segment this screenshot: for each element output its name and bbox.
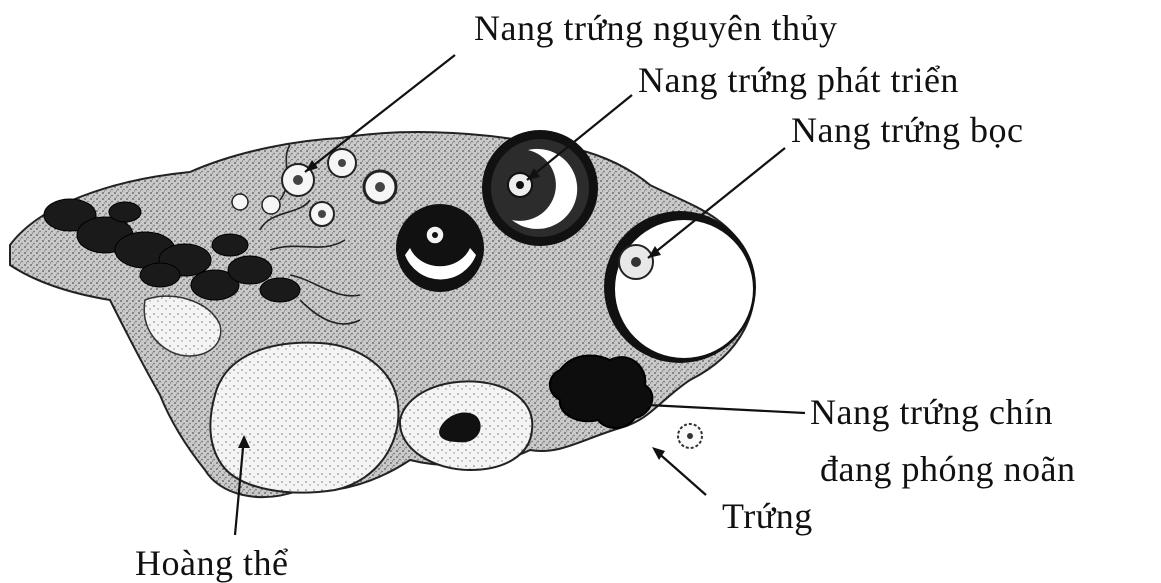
released-ovum xyxy=(678,424,702,448)
label-vesicular-follicle: Nang trứng bọc xyxy=(791,110,1023,150)
vesicular-follicle xyxy=(604,211,756,363)
developing-follicle-large xyxy=(482,130,598,246)
corpus-luteum xyxy=(210,343,398,493)
label-mature-follicle-1: Nang trứng chín xyxy=(810,392,1053,432)
label-primordial-follicle: Nang trứng nguyên thủy xyxy=(474,8,837,48)
label-corpus-luteum: Hoàng thể xyxy=(135,543,288,583)
leader-mature xyxy=(648,405,805,413)
developing-follicle-small xyxy=(396,204,484,292)
label-ovum: Trứng xyxy=(722,496,813,536)
label-mature-follicle-2: đang phóng noãn xyxy=(820,449,1075,489)
label-developing-follicle: Nang trứng phát triển xyxy=(638,60,959,100)
leader-ovum xyxy=(655,450,706,495)
